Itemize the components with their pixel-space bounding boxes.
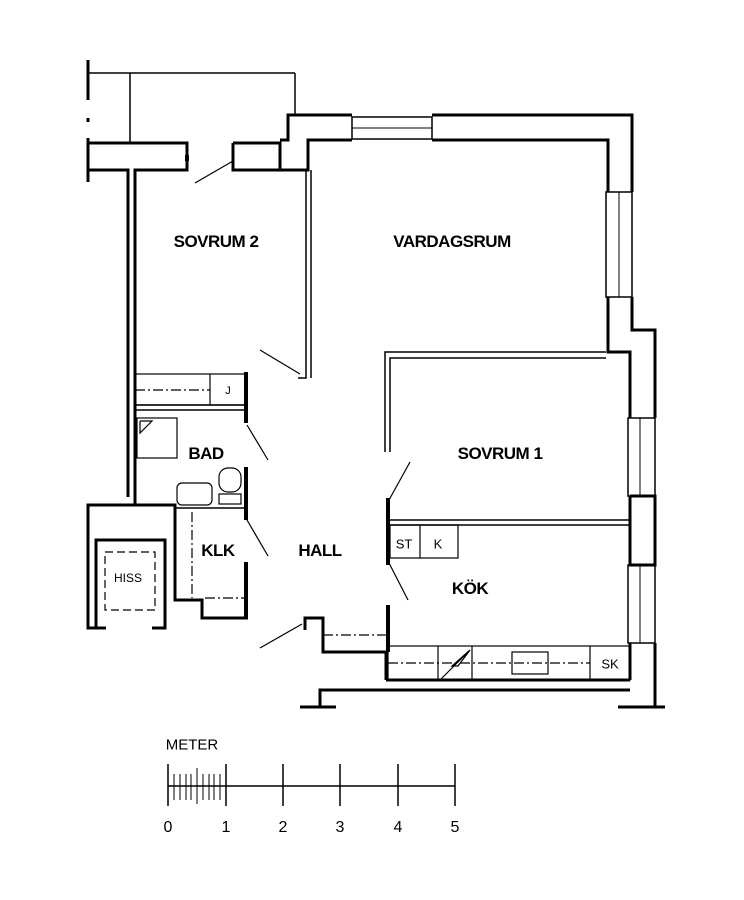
scale-tick-label: 3 xyxy=(335,819,345,836)
room-label-vardagsrum: VARDAGSRUM xyxy=(393,232,511,251)
scale-label: METER xyxy=(165,736,219,754)
fixtures-lines xyxy=(104,155,631,681)
room-label-sovrum-1: SOVRUM 1 xyxy=(457,444,543,463)
scale-tick-label: 2 xyxy=(278,819,288,836)
room-label-hall: HALL xyxy=(298,541,342,560)
room-label-bad: BAD xyxy=(188,444,224,463)
exterior-lines xyxy=(86,60,296,182)
scale-tick-label: 0 xyxy=(163,819,173,836)
scale-bar xyxy=(167,764,456,806)
room-label-hiss: HISS xyxy=(113,571,143,585)
room-label-klk: KLK xyxy=(201,541,235,560)
scale-tick-label: 5 xyxy=(450,819,460,836)
fixture-label-st: ST xyxy=(395,536,413,552)
scale-tick-label: 1 xyxy=(221,819,231,836)
fixture-label-sk: SK xyxy=(601,656,619,672)
room-label-sovrum-2: SOVRUM 2 xyxy=(173,232,259,251)
room-label-kok: KÖK xyxy=(451,579,489,598)
walls xyxy=(86,113,665,709)
fixture-label-j: J xyxy=(225,385,231,397)
scale-tick-label: 4 xyxy=(393,819,403,836)
fixture-label-k: K xyxy=(433,536,443,552)
